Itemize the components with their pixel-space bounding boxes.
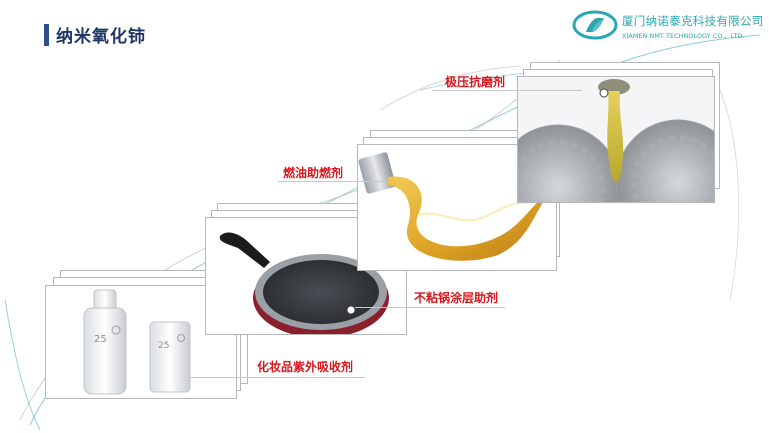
label-underline — [432, 90, 582, 91]
label-extreme-pressure-antiwear: 极压抗磨剂 — [445, 75, 506, 89]
fuel-pouring-icon — [358, 152, 548, 261]
company-logo: 厦门纳诺泰克科技有限公司 XIAMEN NMT TECHNOLOGY CO.，L… — [572, 8, 764, 42]
svg-text:25: 25 — [158, 341, 169, 351]
title-accent-bar — [44, 24, 49, 46]
label-fuel-combustion-improver: 燃油助燃剂 — [283, 166, 344, 180]
label-underline — [190, 377, 365, 378]
label-cosmetics-uv-absorber: 化妆品紫外吸收剂 — [257, 360, 354, 374]
spf-badge-text: 25 — [94, 334, 107, 345]
logo-mark-icon — [572, 10, 618, 40]
label-nonstick-coating-additive: 不粘锅涂层助剂 — [414, 291, 499, 305]
label-underline — [278, 181, 398, 182]
company-name-en: XIAMEN NMT TECHNOLOGY CO.，LTD. — [622, 32, 745, 40]
company-name-cn: 厦门纳诺泰克科技有限公司 — [622, 14, 764, 28]
frying-pan-icon — [219, 232, 389, 334]
page-title: 纳米氧化铈 — [56, 27, 146, 47]
label-underline — [355, 307, 505, 308]
application-card-nonstick — [205, 217, 407, 335]
gears-oil-icon — [518, 77, 714, 202]
cosmetics-bottles-icon: 25 25 — [83, 289, 191, 395]
application-card-antiwear — [517, 76, 715, 203]
